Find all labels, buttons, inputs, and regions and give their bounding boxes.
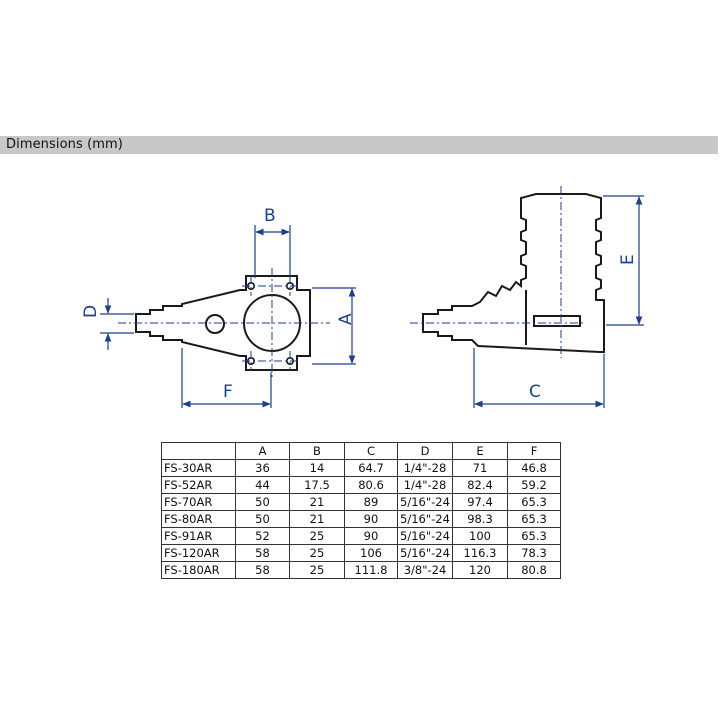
table-cell: 25 [289, 527, 345, 545]
table-cell: 44 [235, 476, 290, 494]
table-cell: 116.3 [452, 544, 508, 562]
side-view-body [422, 193, 605, 353]
table-row: FS-120AR 58 25 106 5/16"-24 116.3 78.3 [161, 544, 561, 562]
table-cell: 78.3 [507, 544, 561, 562]
table-row: FS-180AR 58 25 111.8 3/8"-24 120 80.8 [161, 561, 561, 579]
table-cell: 1/4"-28 [397, 476, 453, 494]
model-cell: FS-91AR [161, 527, 236, 545]
side-view [422, 193, 605, 353]
front-view-dimensions [100, 225, 356, 408]
table-header-cell: A [235, 442, 290, 460]
table-cell: 90 [344, 510, 398, 528]
section-header: Dimensions (mm) [0, 136, 718, 154]
table-header-row: A B C D E F [161, 442, 561, 460]
model-cell: FS-120AR [161, 544, 236, 562]
model-cell: FS-52AR [161, 476, 236, 494]
table-cell: 25 [289, 544, 345, 562]
table-cell: 59.2 [507, 476, 561, 494]
model-cell: FS-180AR [161, 561, 236, 579]
table-cell: 80.8 [507, 561, 561, 579]
table-header-cell: C [344, 442, 398, 460]
table-cell: 65.3 [507, 493, 561, 511]
dim-label-e: E [618, 254, 638, 265]
table-cell: 50 [235, 493, 290, 511]
dimensions-table: A B C D E F FS-30AR 36 14 64.7 1/4"-28 7… [161, 442, 561, 579]
table-cell: 58 [235, 561, 290, 579]
table-row: FS-52AR 44 17.5 80.6 1/4"-28 82.4 59.2 [161, 476, 561, 494]
table-cell: 98.3 [452, 510, 508, 528]
table-cell: 52 [235, 527, 290, 545]
table-cell: 71 [452, 459, 508, 477]
table-row: FS-30AR 36 14 64.7 1/4"-28 71 46.8 [161, 459, 561, 477]
table-cell: 1/4"-28 [397, 459, 453, 477]
table-cell: 5/16"-24 [397, 510, 453, 528]
table-row: FS-80AR 50 21 90 5/16"-24 98.3 65.3 [161, 510, 561, 528]
table-header-cell: F [507, 442, 561, 460]
table-cell: 64.7 [344, 459, 398, 477]
table-header-cell: E [452, 442, 508, 460]
model-cell: FS-70AR [161, 493, 236, 511]
section-title: Dimensions (mm) [6, 137, 123, 152]
table-cell: 111.8 [344, 561, 398, 579]
table-cell: 65.3 [507, 527, 561, 545]
dim-label-a: A [336, 313, 356, 325]
table-cell: 5/16"-24 [397, 493, 453, 511]
table-cell: 46.8 [507, 459, 561, 477]
table-cell: 3/8"-24 [397, 561, 453, 579]
dim-label-d: D [81, 305, 101, 318]
table-cell: 50 [235, 510, 290, 528]
side-view-centerlines [410, 186, 586, 358]
side-view-dimensions [473, 195, 644, 408]
table-header-cell [161, 442, 236, 460]
front-view-centerlines [118, 268, 330, 378]
dim-label-c: C [529, 382, 541, 402]
side-view-slot [533, 315, 581, 327]
table-cell: 106 [344, 544, 398, 562]
table-cell: 21 [289, 510, 345, 528]
table-cell: 120 [452, 561, 508, 579]
table-cell: 5/16"-24 [397, 544, 453, 562]
table-cell: 25 [289, 561, 345, 579]
table-cell: 5/16"-24 [397, 527, 453, 545]
table-cell: 36 [235, 459, 290, 477]
table-row: FS-91AR 52 25 90 5/16"-24 100 65.3 [161, 527, 561, 545]
table-cell: 80.6 [344, 476, 398, 494]
table-row: FS-70AR 50 21 89 5/16"-24 97.4 65.3 [161, 493, 561, 511]
table-cell: 21 [289, 493, 345, 511]
table-cell: 100 [452, 527, 508, 545]
table-cell: 89 [344, 493, 398, 511]
table-cell: 90 [344, 527, 398, 545]
table-cell: 97.4 [452, 493, 508, 511]
technical-drawing: B A D F E C [81, 186, 644, 408]
model-cell: FS-30AR [161, 459, 236, 477]
front-view-small-hole [205, 314, 225, 334]
table-cell: 82.4 [452, 476, 508, 494]
table-cell: 14 [289, 459, 345, 477]
model-cell: FS-80AR [161, 510, 236, 528]
table-cell: 58 [235, 544, 290, 562]
dim-label-b: B [264, 206, 276, 226]
dim-label-f: F [223, 382, 233, 402]
table-header-cell: D [397, 442, 453, 460]
table-header-cell: B [289, 442, 345, 460]
table-cell: 17.5 [289, 476, 345, 494]
table-cell: 65.3 [507, 510, 561, 528]
